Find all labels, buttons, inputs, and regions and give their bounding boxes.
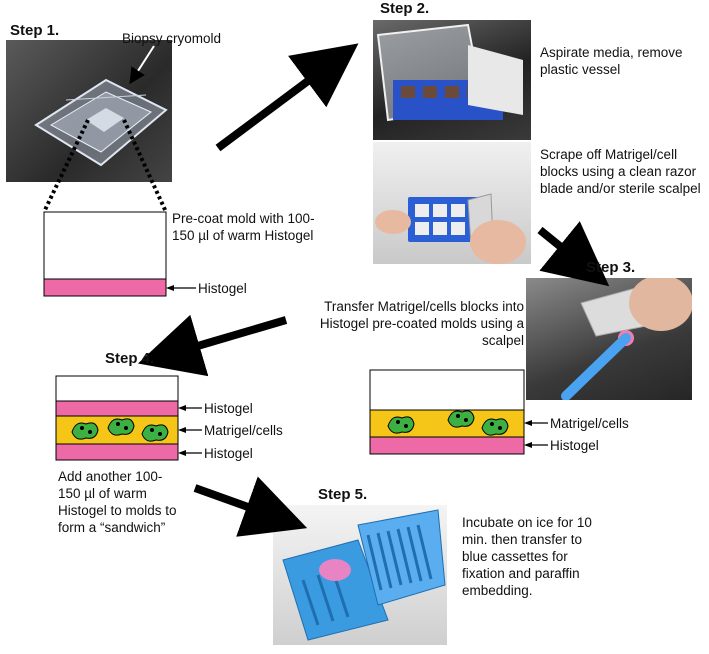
step2-title: Step 2. bbox=[380, 0, 430, 17]
cell-blob bbox=[447, 410, 475, 428]
step4-histogel-bottom-label: Histogel bbox=[204, 446, 253, 461]
step4-cells bbox=[71, 418, 169, 442]
step1-cryomold-photo bbox=[6, 40, 172, 182]
cell-blob bbox=[71, 422, 99, 440]
step1-histogel-label: Histogel bbox=[198, 281, 247, 296]
scrape-text: Scrape off Matrigel/cell blocks using a … bbox=[540, 147, 701, 196]
cell-blob bbox=[481, 418, 509, 436]
step4-matrigel-label: Matrigel/cells bbox=[204, 423, 283, 438]
step1-histogel-layer bbox=[43, 278, 167, 297]
step1-title: Step 1. bbox=[10, 22, 60, 39]
cryomold-illustration bbox=[34, 78, 168, 167]
cell-blob bbox=[387, 416, 415, 434]
cryomold-pointer-arrow bbox=[129, 45, 155, 85]
step5-cassette-photo bbox=[273, 505, 447, 645]
zoom-line-left bbox=[42, 119, 90, 213]
scrape-illustration bbox=[375, 193, 526, 264]
aspirate-text: Aspirate media, remove plastic vessel bbox=[540, 45, 683, 77]
zoom-line-right bbox=[122, 119, 168, 213]
arrow-step3-to-step4 bbox=[137, 314, 288, 377]
step2-scrape-photo bbox=[373, 142, 531, 264]
cell-blob bbox=[107, 418, 135, 436]
step5-title: Step 5. bbox=[318, 486, 368, 503]
step3-histogel-label: Histogel bbox=[550, 438, 599, 453]
step4-histogel-bottom bbox=[55, 443, 179, 461]
step3-histogel-layer bbox=[369, 436, 525, 455]
arrow-step1-to-step2 bbox=[215, 43, 359, 152]
step3-title: Step 3. bbox=[586, 259, 636, 276]
add-another-text: Add another 100-150 µl of warm Histogel … bbox=[58, 469, 177, 535]
step4-histogel-top-label: Histogel bbox=[204, 401, 253, 416]
cell-blob bbox=[141, 424, 169, 442]
step3-razor-photo bbox=[526, 278, 692, 400]
incubate-text: Incubate on ice for 10 min. then transfe… bbox=[462, 515, 592, 598]
step4-title: Step 4. bbox=[105, 350, 155, 367]
step2-vessel-photo bbox=[373, 20, 531, 140]
razor-illustration bbox=[561, 278, 692, 400]
step3-cells bbox=[387, 410, 509, 436]
arrow-step4-to-step5 bbox=[193, 476, 308, 537]
precoat-text: Pre-coat mold with 100-150 µl of warm Hi… bbox=[172, 211, 315, 243]
transfer-text: Transfer Matrigel/cells blocks into Hist… bbox=[319, 299, 524, 348]
step4-histogel-top bbox=[55, 400, 179, 417]
cassette-illustration bbox=[282, 509, 446, 641]
step3-matrigel-label: Matrigel/cells bbox=[550, 416, 629, 431]
vessel-illustration bbox=[376, 23, 523, 122]
cryomold-label: Biopsy cryomold bbox=[122, 31, 222, 46]
arrow-step2-to-step3 bbox=[537, 221, 610, 287]
